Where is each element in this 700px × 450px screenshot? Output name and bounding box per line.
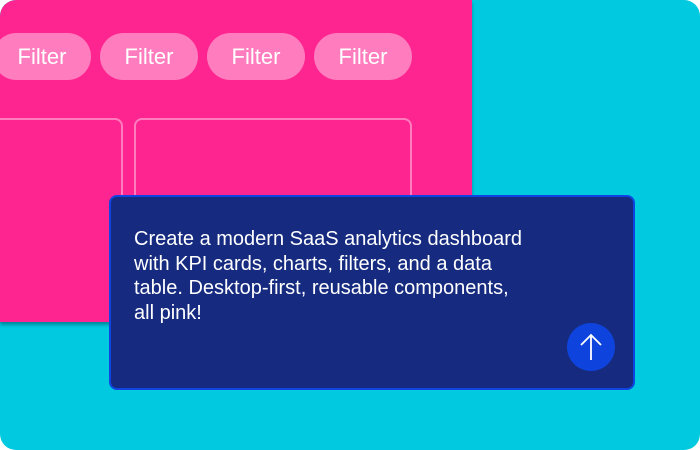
filter-chip[interactable]: Filter <box>0 33 91 80</box>
filter-chip[interactable]: Filter <box>207 33 305 80</box>
kpi-card <box>0 118 123 322</box>
filter-chip[interactable]: Filter <box>100 33 198 80</box>
arrow-up-icon <box>580 333 602 360</box>
prompt-box[interactable]: Create a modern SaaS analytics dashboard… <box>109 195 635 390</box>
send-button[interactable] <box>567 323 615 371</box>
filter-chip[interactable]: Filter <box>314 33 412 80</box>
prompt-text[interactable]: Create a modern SaaS analytics dashboard… <box>134 228 523 324</box>
